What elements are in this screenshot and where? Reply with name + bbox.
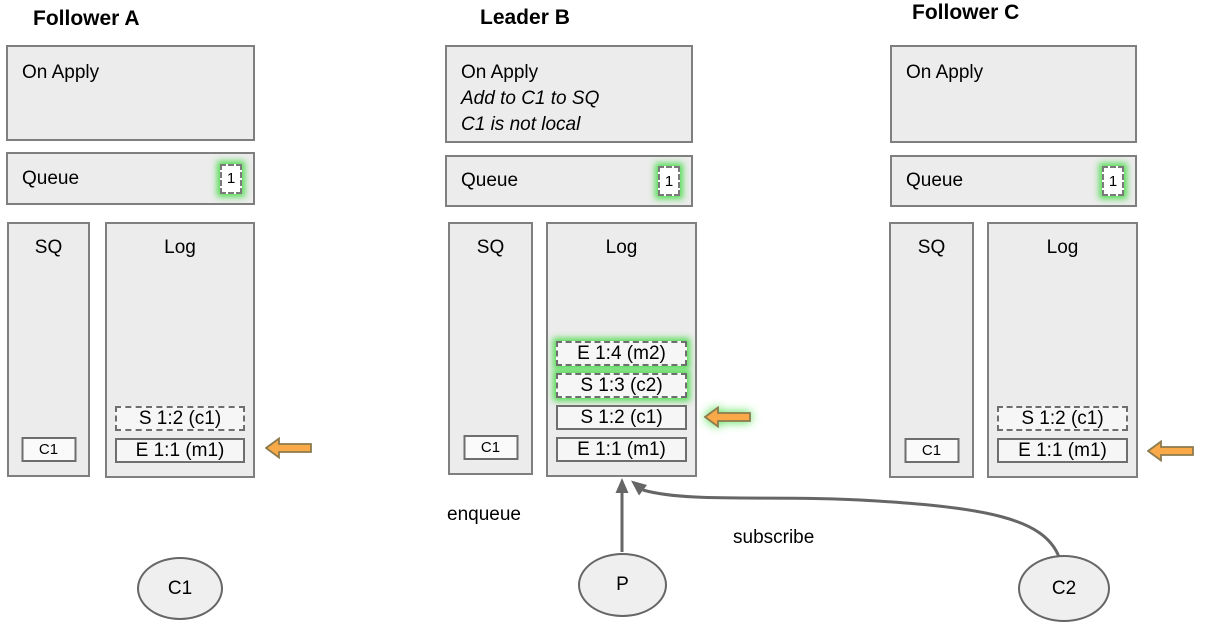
- leader-b-sq-box: SQ C1: [448, 222, 533, 475]
- log-entry: S 1:2 (c1): [115, 406, 245, 431]
- log-entries: S 1:2 (c1) E 1:1 (m1): [115, 406, 245, 463]
- actor-label: P: [616, 574, 629, 595]
- follower-c-on-apply-box: On Apply: [890, 45, 1137, 143]
- log-entry: E 1:4 (m2): [556, 341, 687, 366]
- apply-pointer-arrow-icon: [1147, 440, 1194, 462]
- actor-c2-circle: C2: [1018, 555, 1110, 622]
- follower-a-log-box: Log S 1:2 (c1) E 1:1 (m1): [105, 222, 255, 478]
- actor-label: C1: [167, 577, 193, 599]
- leader-b-on-apply-box: On Apply Add to C1 to SQ C1 is not local: [445, 45, 693, 143]
- follower-a-title: Follower A: [33, 7, 140, 30]
- log-label: Log: [164, 237, 196, 258]
- left-block-arrow-icon: [1147, 440, 1194, 462]
- sq-item-c1: C1: [21, 437, 76, 462]
- queue-count-badge: 1: [658, 166, 680, 196]
- subscribe-edge-label: subscribe: [733, 527, 815, 548]
- follower-c-title: Follower C: [912, 1, 1020, 24]
- leader-b-queue-box: Queue 1: [445, 155, 693, 207]
- log-entries: E 1:4 (m2) S 1:3 (c2) S 1:2 (c1) E 1:1 (…: [556, 341, 687, 462]
- follower-a-on-apply-box: On Apply: [6, 45, 255, 141]
- queue-label: Queue: [906, 170, 964, 191]
- queue-count-badge: 1: [220, 163, 242, 194]
- apply-pointer-arrow-glow-icon: [704, 406, 751, 428]
- log-label: Log: [605, 237, 638, 258]
- log-entry: S 1:2 (c1): [556, 405, 687, 430]
- follower-c-log-box: Log S 1:2 (c1) E 1:1 (m1): [987, 222, 1138, 478]
- log-entry: S 1:3 (c2): [556, 373, 687, 398]
- log-entry: E 1:1 (m1): [115, 438, 245, 463]
- on-apply-label: On Apply: [22, 62, 100, 83]
- on-apply-note: Add to C1 to SQ: [461, 88, 600, 109]
- sq-label: SQ: [917, 237, 946, 258]
- subscribe-arrow: [642, 488, 1061, 558]
- queue-label: Queue: [22, 167, 80, 189]
- sq-label: SQ: [34, 237, 63, 258]
- on-apply-note: C1 is not local: [461, 114, 581, 135]
- sq-item-c1: C1: [904, 438, 959, 463]
- log-entry: S 1:2 (c1): [997, 406, 1128, 431]
- actor-p-circle: P: [578, 553, 667, 617]
- sq-label: SQ: [476, 237, 505, 258]
- on-apply-label: On Apply: [906, 62, 984, 83]
- left-block-arrow-icon: [704, 406, 751, 428]
- left-block-arrow-icon: [265, 437, 312, 459]
- log-entry: E 1:1 (m1): [997, 438, 1128, 463]
- leader-b-log-box: Log E 1:4 (m2) S 1:3 (c2) S 1:2 (c1) E 1…: [546, 222, 697, 477]
- actor-label: C2: [1051, 577, 1077, 599]
- follower-c-queue-box: Queue 1: [890, 155, 1137, 207]
- queue-label: Queue: [461, 170, 519, 191]
- follower-a-sq-box: SQ C1: [7, 222, 90, 477]
- apply-pointer-arrow-icon: [265, 437, 312, 459]
- log-label: Log: [1046, 237, 1079, 258]
- queue-count-badge: 1: [1102, 166, 1124, 196]
- follower-a-queue-box: Queue 1: [6, 152, 255, 205]
- sq-item-c1: C1: [463, 435, 518, 460]
- log-entries: S 1:2 (c1) E 1:1 (m1): [997, 406, 1128, 463]
- follower-c-sq-box: SQ C1: [889, 222, 974, 478]
- subscribe-arrowhead-icon: [631, 480, 647, 496]
- actor-c1-circle: C1: [137, 557, 223, 620]
- log-entry: E 1:1 (m1): [556, 437, 687, 462]
- enqueue-edge-label: enqueue: [447, 504, 521, 525]
- on-apply-label: On Apply: [461, 62, 539, 83]
- enqueue-arrowhead-icon: [615, 478, 629, 493]
- leader-b-title: Leader B: [480, 6, 570, 29]
